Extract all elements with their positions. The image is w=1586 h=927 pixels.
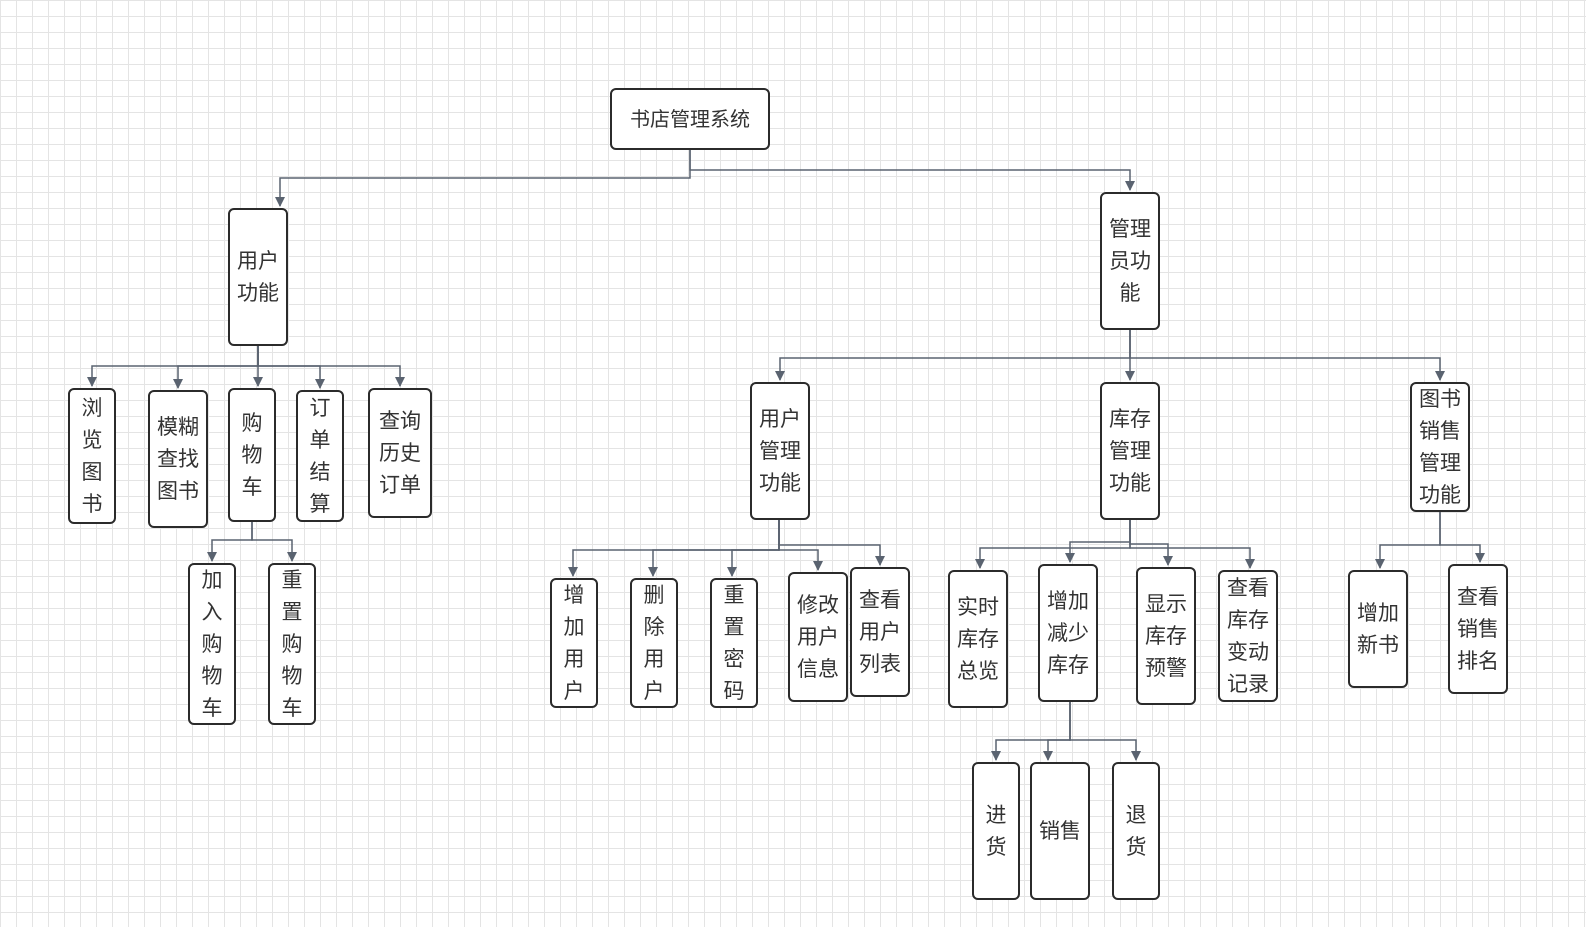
- edge-um-delete-user: [648, 520, 780, 577]
- node-add-user[interactable]: 增 加 用 户: [550, 578, 598, 708]
- node-order-checkout[interactable]: 订 单 结 算: [296, 390, 344, 522]
- node-stock-warning[interactable]: 显示 库存 预警: [1136, 567, 1196, 705]
- edge-user-browse: [87, 346, 259, 387]
- node-sales-management[interactable]: 图书 销售 管理 功能: [1410, 382, 1470, 512]
- node-shopping-cart[interactable]: 购 物 车: [228, 388, 276, 522]
- edge-sales-ranking: [1439, 512, 1485, 563]
- edge-um-edit-info: [778, 520, 823, 571]
- edge-admin-user-mgmt: [775, 330, 1131, 381]
- node-adjust-inventory[interactable]: 增加 减少 库存: [1038, 564, 1098, 702]
- node-bookstore-system[interactable]: 书店管理系统: [610, 88, 770, 150]
- edge-adjust-purchase: [991, 702, 1071, 761]
- edge-inv-log: [1129, 520, 1255, 569]
- edge-inv-adjust: [1065, 520, 1131, 563]
- edge-root-user-func: [275, 150, 691, 207]
- node-inventory-overview[interactable]: 实时 库存 总览: [948, 570, 1008, 708]
- edge-um-reset-password: [727, 520, 780, 577]
- node-browse-books[interactable]: 浏 览 图 书: [68, 388, 116, 524]
- node-inventory-log[interactable]: 查看 库存 变动 记录: [1218, 570, 1278, 702]
- edge-inv-warning: [1129, 520, 1173, 566]
- edge-adjust-sale: [1043, 702, 1071, 761]
- node-sales-ranking[interactable]: 查看 销售 排名: [1448, 564, 1508, 694]
- node-add-to-cart[interactable]: 加 入 购 物 车: [188, 563, 236, 725]
- node-reset-cart[interactable]: 重 置 购 物 车: [268, 563, 316, 725]
- edge-inv-overview: [975, 520, 1131, 569]
- node-fuzzy-search[interactable]: 模糊 查找 图书: [148, 390, 208, 528]
- node-view-user-list[interactable]: 查看 用户 列表: [850, 567, 910, 697]
- node-order-history[interactable]: 查询 历史 订单: [368, 388, 432, 518]
- edge-adjust-return: [1069, 702, 1141, 761]
- edge-user-history: [257, 346, 405, 387]
- node-admin-functions[interactable]: 管理 员功 能: [1100, 192, 1160, 330]
- node-user-functions[interactable]: 用户 功能: [228, 208, 288, 346]
- node-purchase[interactable]: 进 货: [972, 762, 1020, 900]
- edge-cart-add: [207, 522, 253, 562]
- edge-user-fuzzy: [173, 346, 259, 389]
- edge-root-admin-func: [689, 150, 1135, 191]
- node-return-goods[interactable]: 退 货: [1112, 762, 1160, 900]
- node-delete-user[interactable]: 删 除 用 户: [630, 578, 678, 708]
- node-sale[interactable]: 销售: [1030, 762, 1090, 900]
- edge-um-view-list: [778, 520, 885, 566]
- node-add-new-book[interactable]: 增加 新书: [1348, 570, 1408, 688]
- edge-cart-reset: [251, 522, 297, 562]
- edge-admin-sales: [1129, 330, 1445, 381]
- node-reset-password[interactable]: 重 置 密 码: [710, 578, 758, 708]
- edge-user-checkout: [257, 346, 325, 389]
- edge-um-add-user: [568, 520, 780, 577]
- node-user-management[interactable]: 用户 管理 功能: [750, 382, 810, 520]
- edge-sales-add-book: [1375, 512, 1441, 569]
- node-inventory-management[interactable]: 库存 管理 功能: [1100, 382, 1160, 520]
- node-edit-user-info[interactable]: 修改 用户 信息: [788, 572, 848, 702]
